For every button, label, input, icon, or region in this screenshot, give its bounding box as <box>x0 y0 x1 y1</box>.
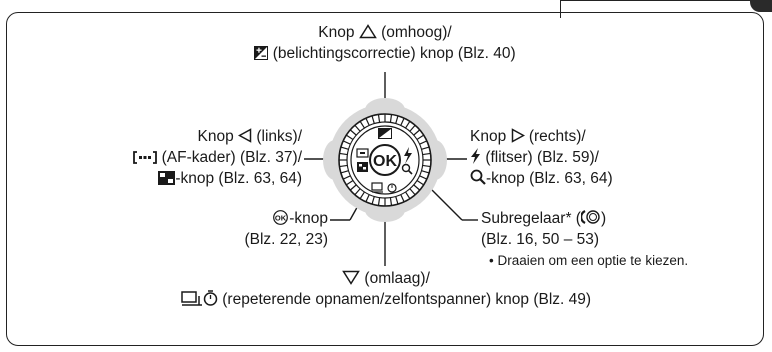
knurl-tick <box>340 170 349 174</box>
self-timer-icon <box>203 290 218 306</box>
knurl-tick <box>389 197 393 206</box>
pad-af-icon <box>356 148 369 158</box>
knurl-tick <box>409 124 416 132</box>
knurl-tick <box>377 197 381 206</box>
left-label-line2: (AF-kader) (Blz. 37)/ <box>161 149 302 166</box>
right-label: Knop (rechts)/ (flitser) (Blz. 59)/ -kno… <box>470 126 710 189</box>
sub-dial-label-line2: (Blz. 16, 50 – 53) <box>481 231 600 248</box>
right-label-prefix: Knop <box>470 128 507 145</box>
pad-exposure-icon <box>378 128 392 139</box>
knurl-tick <box>421 170 430 174</box>
sub-dial-icon <box>580 210 600 224</box>
sub-dial-label: Subregelaar* () (Blz. 16, 50 – 53) • Dra… <box>481 208 761 271</box>
left-label: Knop (links)/ (AF-kader) (Blz. 37)/ -kno… <box>70 126 302 189</box>
knurl-tick <box>416 180 425 186</box>
exposure-compensation-icon <box>254 46 269 60</box>
knurl-tick <box>422 164 431 168</box>
knurl-tick <box>342 175 351 180</box>
sequential-shooting-icon <box>181 291 202 306</box>
knurl-tick <box>413 184 421 191</box>
sub-dial-label-prefix: Subregelaar* ( <box>481 210 581 227</box>
bottom-label-line1: (omlaag)/ <box>364 270 430 287</box>
ok-button[interactable]: OK <box>369 144 401 176</box>
knurl-tick <box>354 124 361 132</box>
pad-zoom-icon <box>401 163 413 175</box>
triangle-down-icon <box>342 270 360 285</box>
page-tab-corner <box>750 0 772 12</box>
knurl-tick <box>354 188 361 196</box>
knurl-tick <box>342 140 351 145</box>
pad-drive-timer-icon <box>371 182 397 193</box>
knurl-tick <box>422 152 431 156</box>
knurl-tick <box>419 175 428 180</box>
knurl-tick <box>377 114 381 123</box>
knurl-tick <box>405 191 411 200</box>
svg-text:OK: OK <box>275 213 287 222</box>
ok-button-icon: OK <box>273 210 289 225</box>
ok-label: OK-knop (Blz. 22, 23) <box>160 208 328 250</box>
top-label-prefix: Knop <box>318 24 355 41</box>
left-label-suffix: (links)/ <box>256 128 302 145</box>
knurl-tick <box>359 120 365 129</box>
knurl-tick <box>400 117 405 126</box>
bottom-label-line2: (repeterende opnamen/zelfontspanner) kno… <box>222 291 592 308</box>
top-label: Knop (omhoog)/ (belichtingscorrectie) kn… <box>235 22 535 64</box>
triangle-right-icon <box>511 128 525 143</box>
knurl-tick <box>349 129 357 136</box>
knurl-tick <box>389 114 393 123</box>
right-label-line3: -knop (Blz. 63, 64) <box>486 170 613 187</box>
knurl-tick <box>409 188 416 196</box>
af-frame-icon <box>133 151 158 164</box>
top-label-suffix: (omhoog)/ <box>381 24 452 41</box>
ok-button-text: OK <box>373 153 397 170</box>
knurl-tick <box>345 180 354 186</box>
diagram-frame <box>6 12 764 346</box>
knurl-tick <box>405 120 411 129</box>
knurl-tick <box>371 196 375 205</box>
knurl-tick <box>359 191 365 200</box>
magnifier-icon <box>470 169 486 185</box>
triangle-left-icon <box>238 128 252 143</box>
sub-dial-note: • Draaien om een optie te kiezen. <box>489 253 689 268</box>
top-label-line2: (belichtingscorrectie) knop (Blz. 40) <box>272 45 516 62</box>
knurl-tick <box>419 140 428 145</box>
leader-line-sub <box>429 187 463 221</box>
right-label-line2: (flitser) (Blz. 59)/ <box>485 149 599 166</box>
knurl-tick <box>345 134 354 140</box>
knurl-tick <box>400 194 405 203</box>
page-tab-border <box>560 0 772 1</box>
flash-icon <box>471 148 480 164</box>
knurl-tick <box>413 129 421 136</box>
knurl-tick <box>365 117 370 126</box>
index-display-icon <box>158 171 176 185</box>
ok-label-line2: (Blz. 22, 23) <box>244 231 328 248</box>
sub-dial-label-suffix: ) <box>600 210 607 227</box>
left-label-prefix: Knop <box>197 128 234 145</box>
knurl-tick <box>339 164 348 168</box>
left-label-line3: -knop (Blz. 63, 64) <box>175 170 302 187</box>
knurl-tick <box>349 184 357 191</box>
ok-label-line1: -knop <box>289 210 328 227</box>
knurl-tick <box>340 146 349 150</box>
knurl-tick <box>395 115 399 124</box>
bottom-label: (omlaag)/ (repeterende opnamen/zelfontsp… <box>86 268 686 310</box>
pad-index-icon <box>357 162 368 172</box>
knurl-tick <box>365 194 370 203</box>
knurl-tick <box>339 152 348 156</box>
knurl-tick <box>421 146 430 150</box>
triangle-up-icon <box>358 24 377 39</box>
knurl-tick <box>416 134 425 140</box>
knurl-tick <box>371 115 375 124</box>
page-tab-divider <box>560 0 561 18</box>
pad-flash-icon <box>404 147 412 164</box>
right-label-suffix: (rechts)/ <box>528 128 586 145</box>
knurl-tick <box>395 196 399 205</box>
